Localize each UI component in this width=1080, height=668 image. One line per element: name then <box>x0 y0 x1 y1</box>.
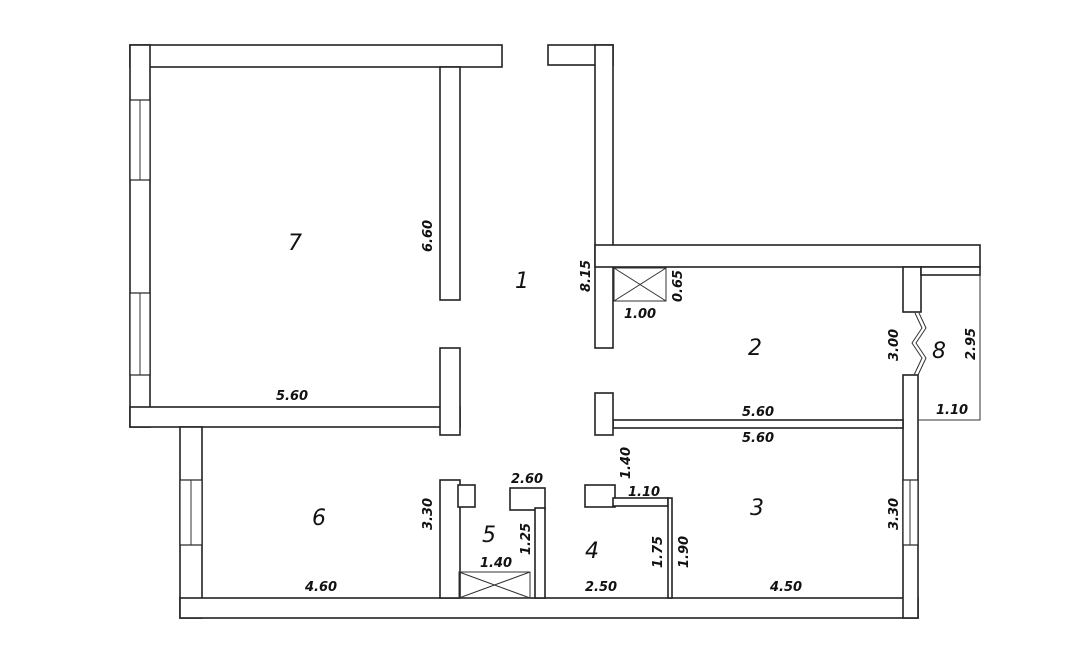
room-5-label: 5 <box>482 523 496 548</box>
dim-r5-top: 2.60 <box>511 472 543 487</box>
dim-r7-height: 6.60 <box>421 220 436 252</box>
walls <box>129 44 981 619</box>
dim-r1-height: 8.15 <box>579 260 594 292</box>
dim-r3-width: 4.50 <box>769 580 802 595</box>
dim-r4-top: 1.40 <box>619 447 634 479</box>
dim-r5-width: 1.40 <box>480 556 512 571</box>
dim-r7-width: 5.60 <box>276 389 308 404</box>
dim-r8-height: 2.95 <box>964 328 979 360</box>
room-6-label: 6 <box>312 506 326 531</box>
dim-vent2-width: 1.00 <box>624 307 656 322</box>
dim-vent2-height: 0.65 <box>671 270 686 302</box>
room-3-label: 3 <box>750 496 764 521</box>
dim-r2-width: 5.60 <box>742 405 774 420</box>
ventilation-shaft-r2 <box>613 267 667 302</box>
dim-r4-height: 1.75 <box>651 536 666 568</box>
room-8-label: 8 <box>932 339 946 364</box>
dim-r6-height: 3.30 <box>421 498 436 530</box>
folding-door-r8 <box>911 312 927 376</box>
dim-r3-top-width: 5.60 <box>742 431 774 446</box>
room-4-label: 4 <box>585 539 599 564</box>
dim-r3-height: 3.30 <box>887 498 902 530</box>
room-2-label: 2 <box>748 336 762 361</box>
room-labels: 7 1 2 8 3 4 5 6 <box>288 231 946 564</box>
dim-r6-width: 4.60 <box>304 580 337 595</box>
ventilation-shaft-r5 <box>458 571 531 599</box>
dim-r4-right: 1.90 <box>677 536 692 568</box>
dimension-labels: 6.60 5.60 8.15 0.65 1.00 5.60 3.00 2.95 … <box>276 220 979 595</box>
dim-r4-step: 1.10 <box>628 485 660 500</box>
dim-r4-width: 2.50 <box>585 580 617 595</box>
dim-r5-height: 1.25 <box>519 523 534 555</box>
room-1-label: 1 <box>515 269 529 294</box>
room-7-label: 7 <box>288 231 302 256</box>
windows <box>129 99 919 546</box>
dim-r8-width: 1.10 <box>936 403 968 418</box>
dim-r2-height: 3.00 <box>887 329 902 361</box>
